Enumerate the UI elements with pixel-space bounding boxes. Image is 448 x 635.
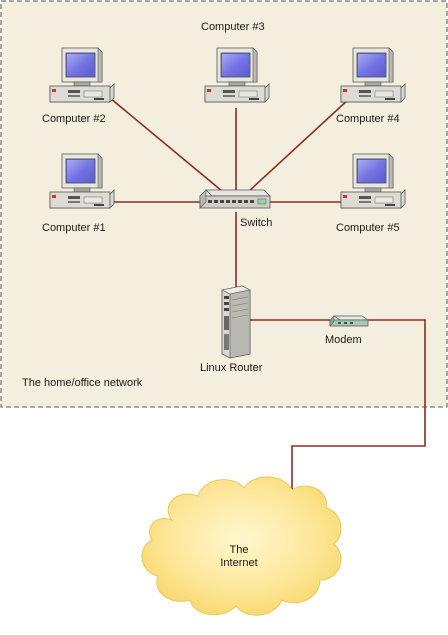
linux-router-icon: [221, 285, 251, 359]
linux-router-label: Linux Router: [199, 362, 264, 375]
modem-icon: [329, 315, 370, 327]
internet-label-line-2: Internet: [220, 557, 258, 569]
computer-3-label: Computer #3: [200, 21, 266, 34]
computer-2-label: Computer #2: [41, 113, 107, 126]
switch-label: Switch: [239, 217, 274, 230]
computer-1-label: Computer #1: [41, 222, 107, 235]
computer-5-label: Computer #5: [335, 222, 401, 235]
internet-cloud-icon: [141, 476, 342, 616]
computer-4-label: Computer #4: [335, 113, 401, 126]
switch-icon: [199, 189, 271, 209]
internet-label: The Internet: [206, 544, 272, 570]
internet-label-line-1: The: [229, 544, 249, 556]
cables: [109, 97, 426, 490]
cable-modem-internet: [291, 319, 426, 490]
modem-label: Modem: [324, 334, 363, 347]
network-region-label: The home/office network: [21, 377, 144, 390]
cable-computer-4: [247, 97, 351, 193]
cable-computer-2: [109, 97, 229, 197]
